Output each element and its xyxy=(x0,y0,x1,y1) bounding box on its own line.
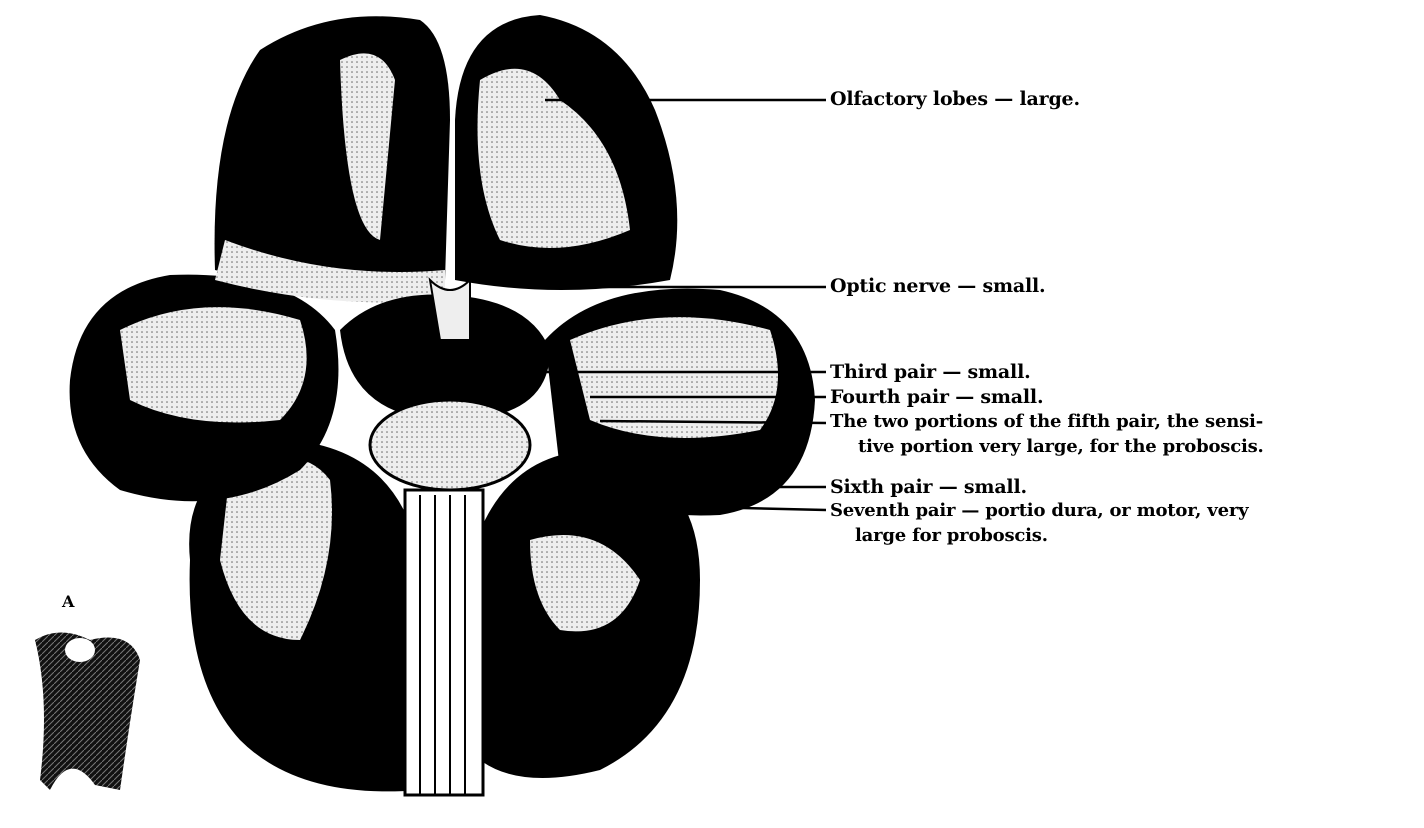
label-fourth-pair: Fourth pair — small. xyxy=(830,386,1044,408)
label-seventh-pair-line2: large for proboscis. xyxy=(855,525,1048,546)
label-optic-nerve: Optic nerve — small. xyxy=(830,275,1046,297)
label-third-pair: Third pair — small. xyxy=(830,361,1031,383)
panel-letter: A xyxy=(62,592,75,611)
label-fifth-pair-line1: The two portions of the fifth pair, the … xyxy=(830,411,1263,432)
label-sixth-pair: Sixth pair — small. xyxy=(830,476,1027,498)
label-olfactory-lobes: Olfactory lobes — large. xyxy=(830,88,1080,110)
olfactory-lobe-left xyxy=(214,16,450,288)
label-seventh-pair-line1: Seventh pair — portio dura, or motor, ve… xyxy=(830,500,1249,521)
spinal-cord xyxy=(403,488,485,797)
label-fifth-pair-line2: tive portion very large, for the probosc… xyxy=(858,436,1264,457)
leader-lines xyxy=(500,98,827,512)
figure-a-sketch xyxy=(35,632,140,790)
